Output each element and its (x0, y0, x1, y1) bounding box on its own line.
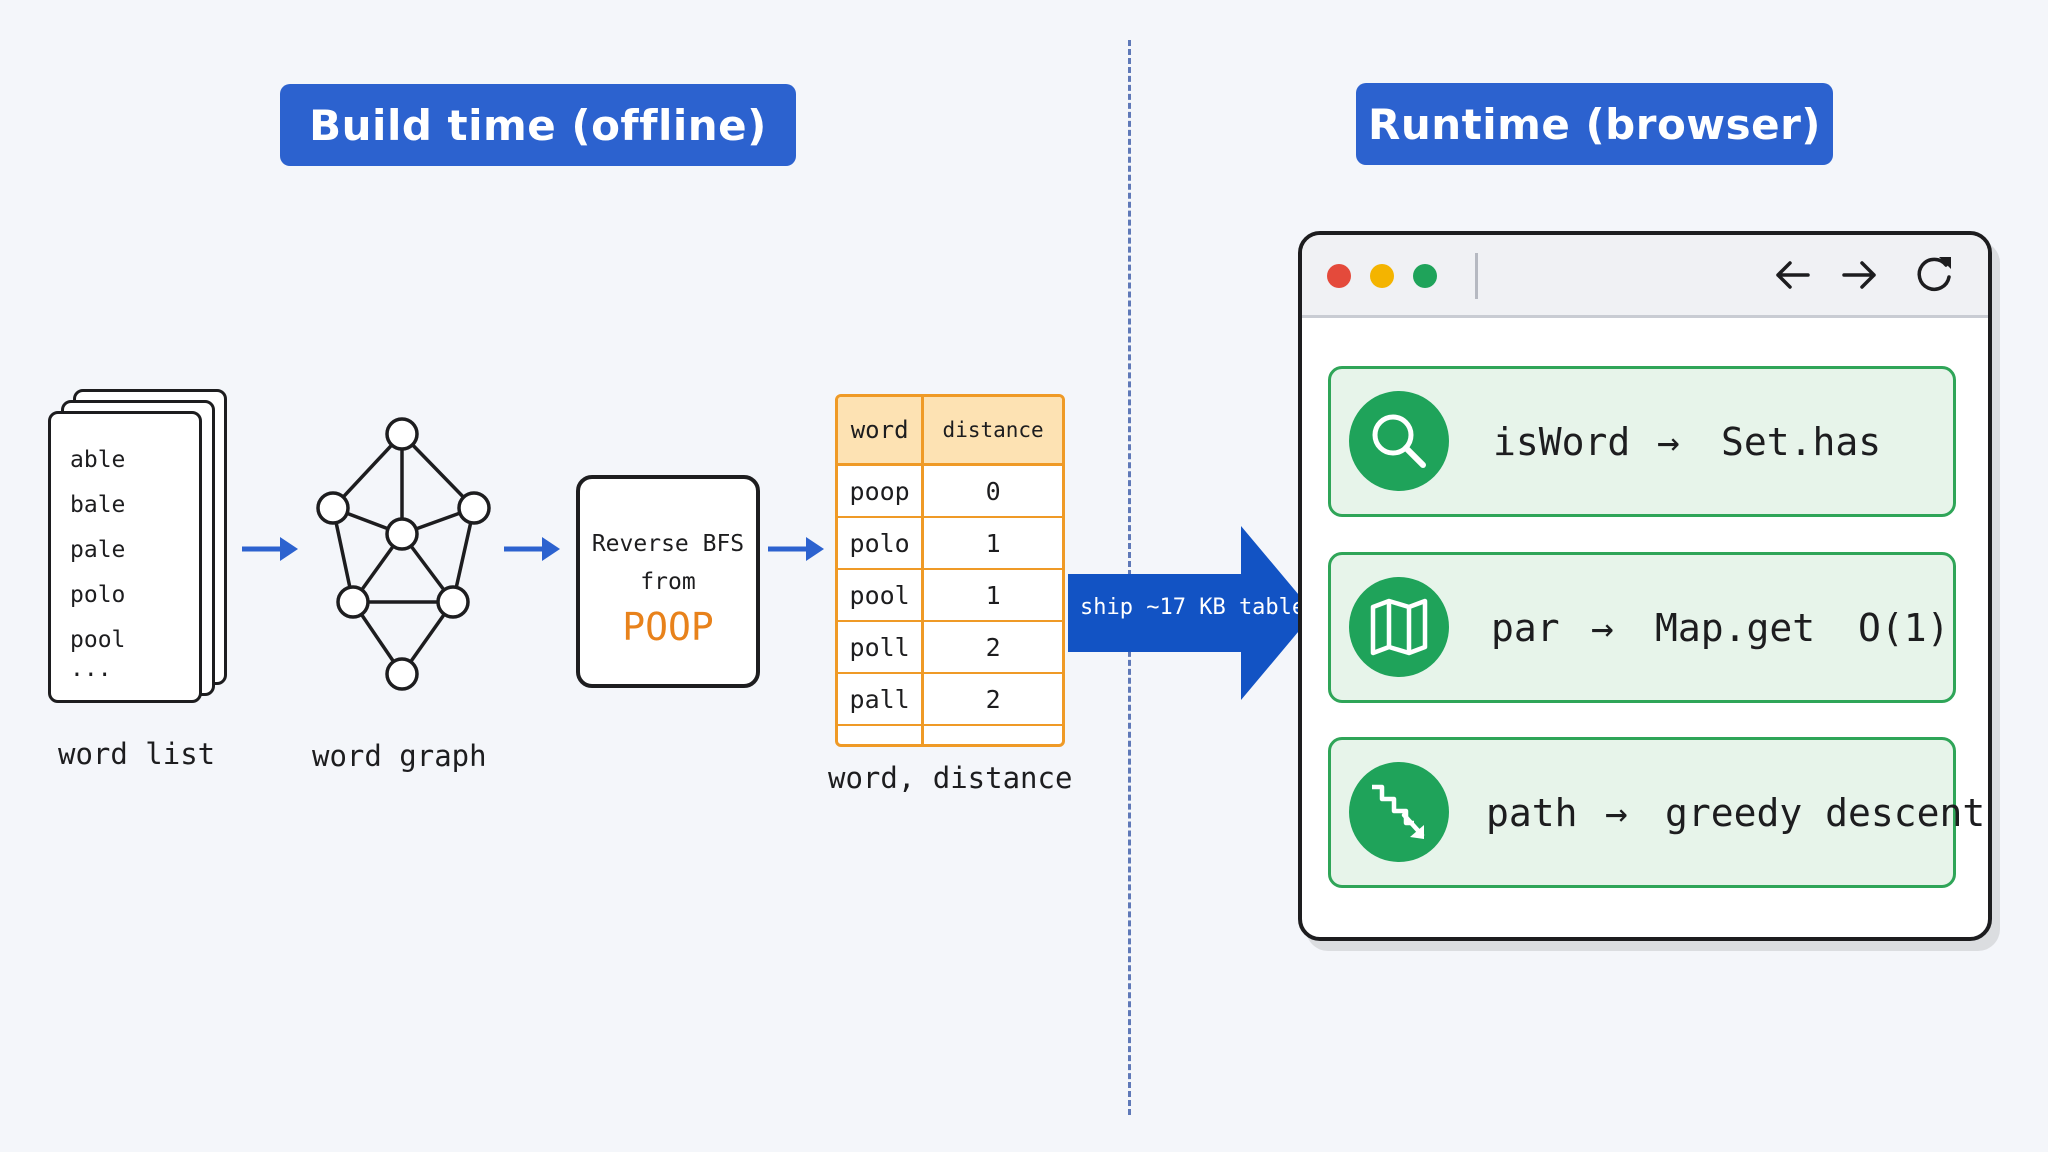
word-item: able (70, 447, 126, 473)
word-list-text: able bale pale polo pool ... (70, 438, 125, 681)
table-cell-distance: 1 (921, 569, 1062, 622)
back-arrow-icon[interactable] (1772, 255, 1814, 295)
feature-path: path → greedy descent (1328, 737, 1985, 888)
word-graph-icon (316, 417, 491, 691)
table-cell-distance: 2 (921, 673, 1062, 726)
toolbar-separator (1475, 253, 1478, 299)
table-cell-word: pall (838, 673, 923, 726)
bfs-line-1: Reverse BFS (591, 531, 745, 557)
feature-note: O(1) (1858, 605, 1950, 650)
maximize-window-dot[interactable] (1413, 264, 1437, 288)
feature-arrow: → (1605, 790, 1628, 835)
table-cell-distance: 2 (921, 621, 1062, 674)
build-time-banner: Build time (offline) (280, 84, 796, 166)
feature-key: path (1486, 790, 1578, 835)
descent-icon (1349, 762, 1449, 862)
bfs-line-2: from (640, 569, 696, 595)
word-list-caption: word list (58, 737, 216, 771)
feature-isword: isWord → Set.has (1328, 366, 1956, 517)
flow-arrow-3 (768, 537, 824, 561)
search-icon (1349, 391, 1449, 491)
feature-arrow: → (1591, 605, 1614, 650)
flow-arrow-1 (242, 537, 298, 561)
feature-key: isWord (1493, 419, 1631, 464)
word-item: polo (70, 582, 126, 608)
table-cell-word: polo (838, 517, 923, 570)
table-cell-distance: ... (921, 725, 1062, 744)
table-header-word: word (838, 397, 923, 466)
reverse-bfs-box: Reverse BFS from POOP (576, 475, 760, 688)
ship-arrow (1068, 526, 1314, 700)
bfs-target-word: POOP (622, 605, 714, 649)
word-list-page-front (48, 411, 202, 703)
feature-arrow: → (1657, 419, 1680, 464)
word-item: pool (70, 627, 126, 653)
word-item: pale (70, 537, 126, 563)
ship-label: ship ~17 KB table (1080, 595, 1306, 620)
forward-arrow-icon[interactable] (1838, 255, 1880, 295)
table-cell-word: poll (838, 621, 923, 674)
table-cell-word: ... (857, 730, 903, 747)
feature-value: greedy descent (1665, 790, 1986, 835)
word-graph-caption: word graph (312, 739, 487, 773)
feature-value: Map.get (1655, 605, 1816, 650)
table-cell-word: pool (838, 569, 923, 622)
feature-value: Set.has (1721, 419, 1882, 464)
browser-window: isWord → Set.has par → Map.get O(1) path… (1298, 231, 1992, 941)
table-cell-word: poop (838, 464, 923, 518)
word-item: ... (70, 656, 112, 682)
flow-arrow-2 (504, 537, 560, 561)
table-cell-distance: 1 (921, 517, 1062, 570)
table-row: ...... (838, 725, 1062, 747)
feature-key: par (1491, 605, 1560, 650)
table-caption: word, distance (828, 761, 1073, 795)
browser-toolbar (1302, 235, 1988, 318)
minimize-window-dot[interactable] (1370, 264, 1394, 288)
table-header-distance: distance (921, 397, 1062, 466)
runtime-banner: Runtime (browser) (1356, 83, 1833, 165)
feature-par: par → Map.get O(1) (1328, 552, 1956, 703)
map-icon (1349, 577, 1449, 677)
close-window-dot[interactable] (1327, 264, 1351, 288)
word-item: bale (70, 492, 126, 518)
table-cell-distance: 0 (921, 464, 1062, 518)
reload-icon[interactable] (1912, 253, 1956, 297)
